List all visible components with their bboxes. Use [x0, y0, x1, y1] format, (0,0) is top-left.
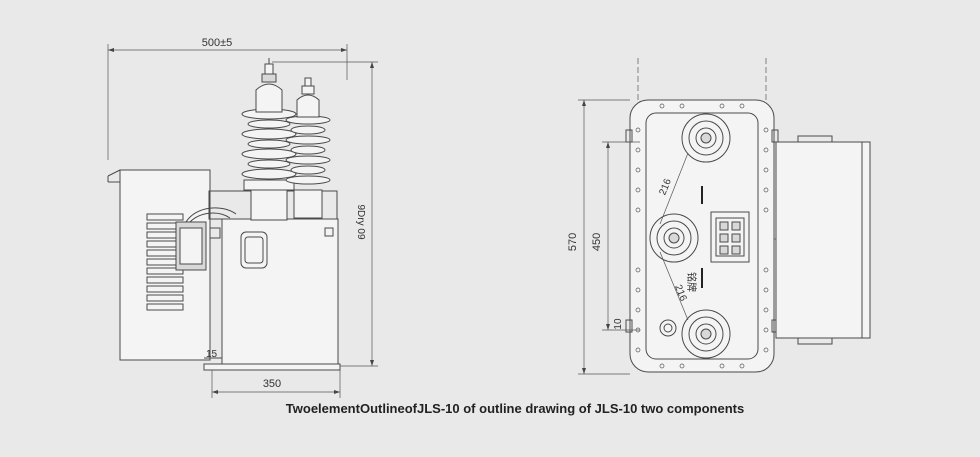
insulator-rear: [285, 77, 331, 219]
side-view: 500±5 9Dry 09: [107, 37, 378, 398]
top-view: 216 216 铭牌 570 450 10: [567, 58, 871, 375]
drain-valve: [659, 319, 677, 337]
bushing-top: [681, 113, 731, 163]
radiator-fins: [146, 213, 184, 311]
dim-foot-label: 15: [206, 349, 218, 360]
bolt-holes: [635, 103, 769, 369]
dim-height-top-label: 570: [567, 233, 579, 251]
dim-small-label: 10: [613, 318, 624, 330]
dim-height-label: 9Dry 09: [355, 204, 366, 239]
dim-base-label: 350: [263, 378, 281, 390]
dim-width-label: 500±5: [202, 37, 233, 49]
bushing-bottom: [681, 309, 731, 359]
nameplate-recess: [240, 231, 268, 269]
caption: TwoelementOutlineofJLS-10 of outline dra…: [285, 401, 745, 416]
terminal-box: [710, 211, 750, 263]
insulator-front: [241, 58, 297, 221]
bushing-mid: [649, 213, 699, 263]
nameplate-marking: 铭牌: [685, 272, 698, 292]
flange-frame: [629, 99, 775, 373]
dim-inner-label: 450: [591, 233, 603, 251]
